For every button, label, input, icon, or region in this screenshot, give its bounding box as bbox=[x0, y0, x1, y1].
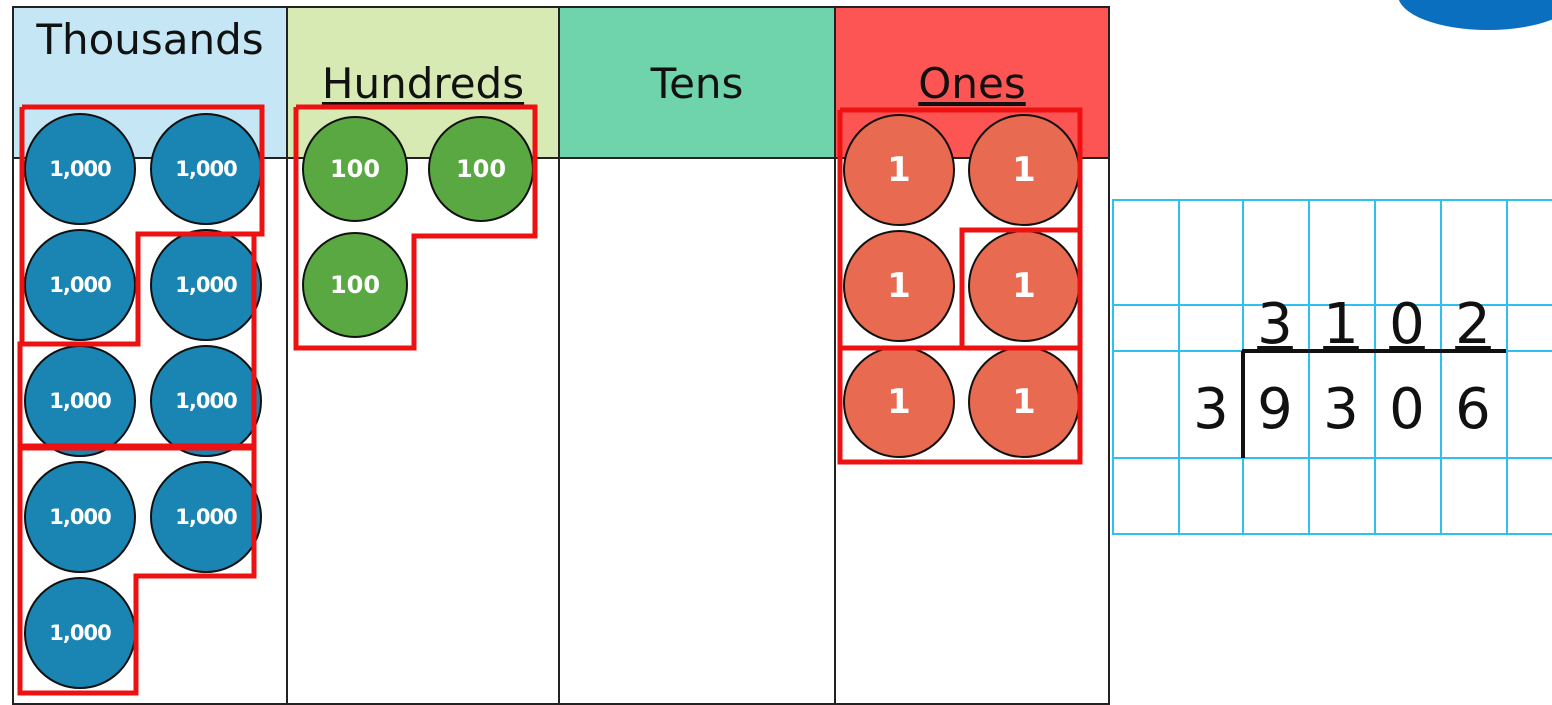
division-grid: 3 1 0 2 3 9 3 0 6 bbox=[1112, 198, 1552, 536]
hundred-counter: 100 bbox=[302, 232, 408, 338]
quotient-digit: 3 bbox=[1257, 292, 1293, 357]
dividend-digit: 6 bbox=[1455, 377, 1491, 442]
one-counter: 1 bbox=[968, 114, 1080, 226]
hundred-counter: 100 bbox=[428, 116, 534, 222]
quotient-digit: 0 bbox=[1389, 292, 1425, 357]
thousand-counter: 1,000 bbox=[150, 461, 262, 573]
hundred-counter: 100 bbox=[302, 116, 408, 222]
thousand-counter: 1,000 bbox=[24, 461, 136, 573]
grid-lines bbox=[1112, 199, 1552, 535]
thousands-header-label: Thousands bbox=[36, 15, 264, 64]
one-counter: 1 bbox=[968, 346, 1080, 458]
thousand-counter: 1,000 bbox=[150, 113, 262, 225]
dividend-digit: 3 bbox=[1323, 377, 1359, 442]
thousand-counter: 1,000 bbox=[150, 345, 262, 457]
thousand-counter: 1,000 bbox=[150, 229, 262, 341]
thousand-counter: 1,000 bbox=[24, 229, 136, 341]
thousand-counter: 1,000 bbox=[24, 113, 136, 225]
one-counter: 1 bbox=[843, 346, 955, 458]
one-counter: 1 bbox=[968, 230, 1080, 342]
thousand-counter: 1,000 bbox=[24, 577, 136, 689]
dividend-digit: 0 bbox=[1389, 377, 1425, 442]
one-counter: 1 bbox=[843, 230, 955, 342]
tens-header: Tens bbox=[558, 6, 836, 159]
dividend-digit: 9 bbox=[1257, 377, 1293, 442]
tens-header-label: Tens bbox=[650, 59, 744, 108]
ones-header-label: Ones bbox=[918, 59, 1026, 108]
quotient-digit: 1 bbox=[1323, 292, 1359, 357]
quotient-digit: 2 bbox=[1455, 292, 1491, 357]
tens-column bbox=[558, 157, 836, 705]
divisor-digit: 3 bbox=[1193, 377, 1229, 442]
thousand-counter: 1,000 bbox=[24, 345, 136, 457]
one-counter: 1 bbox=[843, 114, 955, 226]
logo-icon bbox=[1398, 0, 1552, 30]
hundreds-header-label: Hundreds bbox=[321, 59, 525, 108]
